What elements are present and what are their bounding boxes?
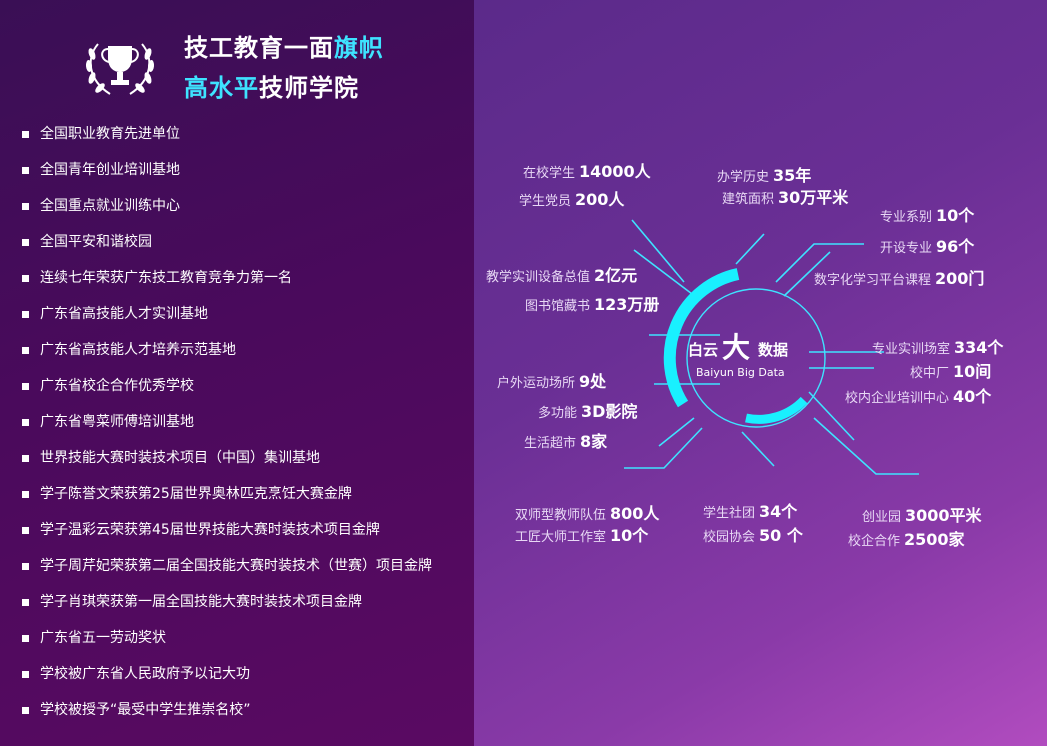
outer-arc-left: [663, 268, 740, 408]
header: 技工教育一面旗帜 高水平技师学院: [80, 26, 460, 106]
square-bullet-icon: [22, 599, 29, 606]
center-label-en: Baiyun Big Data: [696, 366, 785, 379]
square-bullet-icon: [22, 275, 29, 282]
center-label-a: 白云: [688, 341, 718, 359]
list-item: 全国平安和谐校园: [20, 232, 432, 268]
list-item: 世界技能大赛时装技术项目（中国）集训基地: [20, 448, 432, 484]
list-item: 广东省五一劳动奖状: [20, 628, 432, 664]
list-item: 学子肖琪荣获第一届全国技能大赛时装技术项目金牌: [20, 592, 432, 628]
big-data-panel: [474, 0, 1047, 746]
list-item: 广东省粤菜师傅培训基地: [20, 412, 432, 448]
square-bullet-icon: [22, 167, 29, 174]
square-bullet-icon: [22, 707, 29, 714]
list-item: 学子陈誉文荣获第25届世界奥林匹克烹饪大赛金牌: [20, 484, 432, 520]
square-bullet-icon: [22, 671, 29, 678]
square-bullet-icon: [22, 491, 29, 498]
center-label-c: 数据: [758, 341, 788, 359]
square-bullet-icon: [22, 311, 29, 318]
list-item: 广东省高技能人才培养示范基地: [20, 340, 432, 376]
honors-panel: 技工教育一面旗帜 高水平技师学院 全国职业教育先进单位 全国青年创业培训基地 全…: [0, 0, 474, 746]
list-item: 全国重点就业训练中心: [20, 196, 432, 232]
list-item: 学校被授予“最受中学生推崇名校”: [20, 700, 432, 736]
list-item: 广东省校企合作优秀学校: [20, 376, 432, 412]
outer-arc-bottom: [745, 396, 808, 424]
square-bullet-icon: [22, 239, 29, 246]
title-line-2: 高水平技师学院: [184, 74, 359, 102]
square-bullet-icon: [22, 383, 29, 390]
square-bullet-icon: [22, 131, 29, 138]
square-bullet-icon: [22, 419, 29, 426]
square-bullet-icon: [22, 635, 29, 642]
trophy-laurel-icon: [85, 43, 155, 95]
square-bullet-icon: [22, 203, 29, 210]
center-label-b: 大: [722, 331, 750, 364]
center-ring: [686, 288, 826, 428]
big-data-diagram: 白云 大 数据 Baiyun Big Data: [624, 219, 919, 475]
square-bullet-icon: [22, 347, 29, 354]
list-item: 学校被广东省人民政府予以记大功: [20, 664, 432, 700]
list-item: 学子周芹妃荣获第二届全国技能大赛时装技术（世赛）项目金牌: [20, 556, 432, 592]
list-item: 全国职业教育先进单位: [20, 124, 432, 160]
honors-list: 全国职业教育先进单位 全国青年创业培训基地 全国重点就业训练中心 全国平安和谐校…: [20, 124, 432, 736]
list-item: 广东省高技能人才实训基地: [20, 304, 432, 340]
title-line-1: 技工教育一面旗帜: [184, 34, 384, 62]
list-item: 连续七年荣获广东技工教育竞争力第一名: [20, 268, 432, 304]
square-bullet-icon: [22, 527, 29, 534]
square-bullet-icon: [22, 563, 29, 570]
connector-lines: [624, 219, 919, 475]
list-item: 学子温彩云荣获第45届世界技能大赛时装技术项目金牌: [20, 520, 432, 556]
list-item: 全国青年创业培训基地: [20, 160, 432, 196]
square-bullet-icon: [22, 455, 29, 462]
